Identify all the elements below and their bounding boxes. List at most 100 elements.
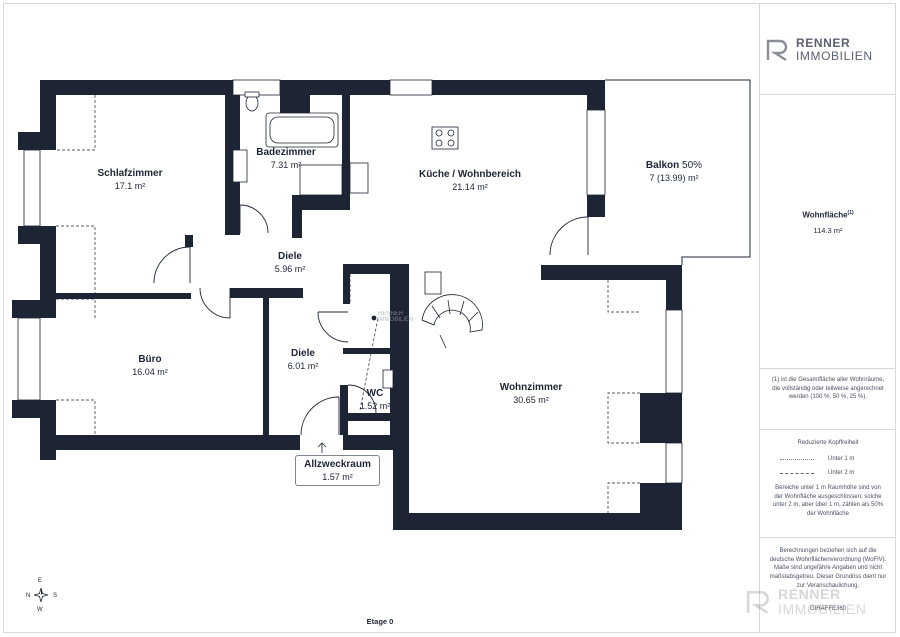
room-area-diele-1: 5.96 m² <box>275 264 306 274</box>
kopffreiheit-description: Bereiche unter 1 m Raumhöhe sind von der… <box>772 485 884 518</box>
wall-top-left <box>40 80 233 95</box>
legend-unter-2m-label: Unter 2 m <box>828 470 855 476</box>
dash-wohn-2 <box>607 392 640 444</box>
shower <box>299 164 343 196</box>
wall-bath-top-block <box>280 95 310 113</box>
wall-bed-bottom <box>56 293 191 299</box>
burner-3 <box>435 139 443 147</box>
wall-core-top <box>343 264 398 274</box>
bathtub-inner <box>269 116 335 144</box>
door-balcony <box>549 216 589 256</box>
watermark-line1: RENNER <box>778 586 841 602</box>
room-name-badezimmer: Badezimmer <box>256 147 316 158</box>
room-name-allzweckraum: Allzweckraum <box>304 459 371 470</box>
stair-step-6 <box>439 334 447 349</box>
brand-line1: RENNER <box>796 36 851 50</box>
dash-buero-bottom <box>56 399 96 435</box>
wohnflaeche-mark: (1) <box>847 210 854 216</box>
wall-core-right <box>390 264 409 449</box>
floor-plan: Schlafzimmer 17.1 m² Badezimmer 7.31 m² … <box>12 79 751 530</box>
balkon-name: Balkon <box>646 160 679 171</box>
window-buero-left <box>17 317 41 401</box>
legend-unter-2m: Unter 2 m <box>780 470 854 476</box>
wc-sink <box>382 369 394 389</box>
room-name-buero: Büro <box>138 354 161 365</box>
burner-1 <box>435 129 443 137</box>
logo-mark-icon <box>766 39 788 61</box>
legend-unter-1m: Unter 1 m <box>780 456 854 462</box>
dash-stair <box>359 317 379 411</box>
window-wohn-right-2 <box>665 442 683 484</box>
legend-dashed-line <box>780 472 814 474</box>
floor-label: Etage 0 <box>366 617 394 626</box>
room-name-wc: WC <box>367 388 384 399</box>
compass-n: N <box>26 593 31 599</box>
wall-right-notch-1 <box>640 393 682 443</box>
door-wc <box>347 384 377 414</box>
stair-step-4 <box>459 300 465 316</box>
wall-left-mid <box>40 226 56 318</box>
brand-logo: RENNER IMMOBILIEN <box>766 37 873 62</box>
door-bedroom <box>153 246 191 284</box>
bath-sink <box>232 149 248 183</box>
wall-buero-right <box>263 298 269 435</box>
footnote: (1) ist die Gesamtfläche aller Wohnräume… <box>771 377 885 401</box>
windows <box>17 79 683 484</box>
stair-step-3 <box>447 299 451 315</box>
page-frame <box>3 3 896 633</box>
brand-name: RENNER IMMOBILIEN <box>796 37 873 62</box>
wall-bed-door-jamb <box>185 235 193 247</box>
room-area-buero: 16.04 m² <box>132 367 168 377</box>
burner-4 <box>447 139 455 147</box>
room-name-kueche: Küche / Wohnbereich <box>419 169 521 180</box>
toilet-tank <box>244 91 260 98</box>
stair-step-1 <box>421 319 435 326</box>
door-buero <box>199 287 231 319</box>
dash-bed-top <box>56 95 96 151</box>
compass-e: E <box>38 578 43 584</box>
dash-wohn-3 <box>607 482 640 513</box>
balcony-railing <box>605 79 751 265</box>
separator <box>760 94 896 95</box>
wall-kitchen-right-lower <box>587 195 605 217</box>
stair-step-2 <box>431 305 441 319</box>
kitchen-sink <box>349 162 369 194</box>
wall-top-kitchen <box>432 80 605 95</box>
compass-icon <box>34 588 48 602</box>
wall-bottom-left <box>40 435 300 450</box>
wall-bottom <box>393 513 682 530</box>
wall-left-notch-3 <box>12 300 56 318</box>
balkon-pct: 50% <box>679 160 702 171</box>
room-area-badezimmer: 7.31 m² <box>271 160 302 170</box>
doors <box>153 204 589 436</box>
room-name-diele-2: Diele <box>291 348 315 359</box>
room-name-wohnzimmer: Wohnzimmer <box>500 382 563 393</box>
room-name-balkon: Balkon 50% <box>646 160 702 171</box>
wall-bottom-step <box>393 435 409 530</box>
kopffreiheit-title: Reduzierte Kopffreiheit <box>797 440 859 446</box>
toilet <box>245 94 259 112</box>
balcony-outline <box>605 79 751 265</box>
wall-kitchen-right-upper <box>587 80 605 110</box>
wohnflaeche-value: 114.3 m² <box>813 226 843 235</box>
room-area-allzweckraum: 1.57 m² <box>322 472 353 482</box>
stove <box>431 126 459 150</box>
dash-bed-bottom <box>56 225 96 293</box>
separator <box>760 368 896 369</box>
room-area-schlafzimmer: 17.1 m² <box>115 181 146 191</box>
dashed-lines <box>56 95 640 513</box>
window-kitchen-top <box>389 79 433 96</box>
burner-2 <box>447 129 455 137</box>
separator <box>760 537 896 538</box>
calculation-note: Berechnungen beziehen sich auf die deuts… <box>769 548 887 589</box>
window-wohn-right-1 <box>665 309 683 394</box>
allzweckraum-label: Allzweckraum 1.57 m² <box>295 455 380 486</box>
wall-diele-bottom-right <box>230 288 303 298</box>
door-storage <box>317 311 349 343</box>
entry-arrow <box>317 442 327 453</box>
wohnflaeche-label: Wohnfläche(1) <box>760 210 896 220</box>
center-watermark-line2: IMMOBILIEN <box>378 317 414 323</box>
room-name-diele-1: Diele <box>278 251 302 262</box>
room-area-kueche: 21.14 m² <box>452 182 488 192</box>
compass-rose: E N S W <box>26 578 57 614</box>
